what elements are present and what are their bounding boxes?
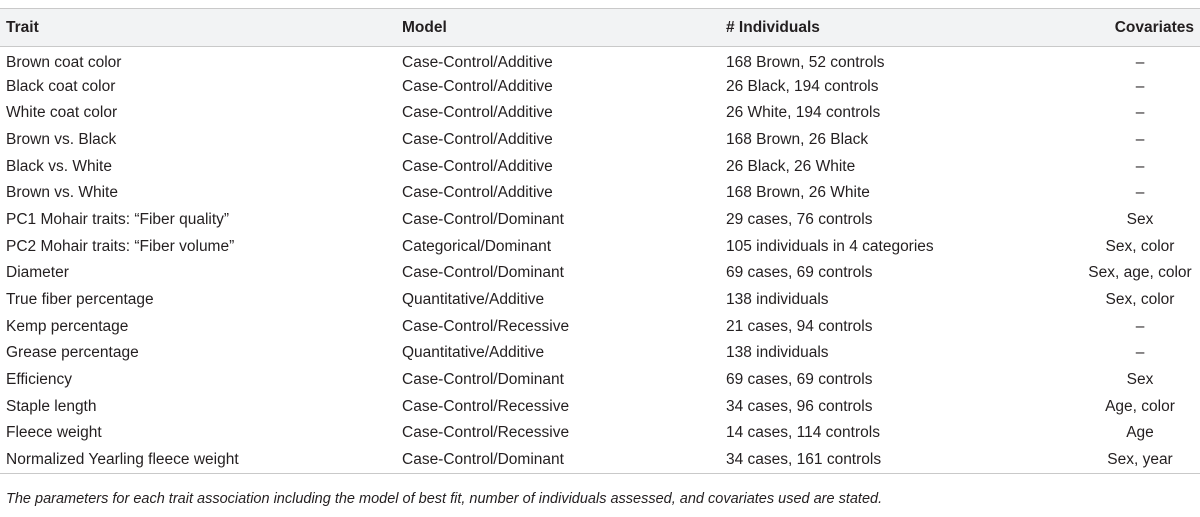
cell-model: Case-Control/Dominant (402, 210, 564, 228)
table-row: Brown coat color Case-Control/Additive 168… (0, 47, 1200, 74)
table-row: Efficiency Case-Control/Dominant 69 cases,… (0, 367, 1200, 394)
table-header: Trait Model # Individuals Covariates (0, 8, 1200, 47)
cell-trait: Black vs. White (6, 157, 112, 175)
cell-trait: True fiber percentage (6, 291, 154, 309)
cell-individuals: 14 cases, 114 controls (726, 424, 880, 442)
cell-individuals: 168 Brown, 26 White (726, 184, 870, 202)
table-row: Black coat color Case-Control/Additive 26 … (0, 73, 1200, 100)
table-row: Kemp percentage Case-Control/Recessive 21 … (0, 313, 1200, 340)
cell-trait: Staple length (6, 397, 97, 415)
cell-individuals: 168 Brown, 52 controls (726, 54, 885, 72)
cell-individuals: 168 Brown, 26 Black (726, 130, 869, 148)
cell-trait: Black coat color (6, 77, 116, 95)
cell-covariates: – (1135, 130, 1145, 148)
cell-covariates: – (1135, 77, 1145, 95)
header-trait: Trait (6, 18, 39, 36)
cell-individuals: 29 cases, 76 controls (726, 210, 873, 228)
cell-model: Case-Control/Additive (402, 130, 553, 148)
table-row: Diameter Case-Control/Dominant 69 cases, 6… (0, 260, 1200, 287)
cell-covariates: – (1135, 157, 1145, 175)
table-row: PC2 Mohair traits: “Fiber volume” Categor… (0, 233, 1200, 260)
cell-model: Case-Control/Additive (402, 184, 553, 202)
cell-model: Case-Control/Additive (402, 104, 553, 122)
cell-model: Case-Control/Additive (402, 54, 553, 72)
cell-covariates: – (1135, 344, 1145, 362)
cell-model: Case-Control/Recessive (402, 397, 570, 415)
header-individuals: # Individuals (726, 18, 820, 36)
cell-trait: Brown coat color (6, 54, 122, 72)
cell-model: Case-Control/Dominant (402, 264, 564, 282)
cell-model: Quantitative/Additive (402, 344, 545, 362)
cell-covariates: – (1135, 317, 1145, 335)
header-model: Model (402, 18, 447, 36)
cell-covariates: Sex (1126, 371, 1154, 389)
cell-model: Case-Control/Dominant (402, 371, 564, 389)
cell-covariates: Sex, color (1105, 237, 1175, 255)
cell-individuals: 138 individuals (726, 291, 829, 309)
cell-individuals: 21 cases, 94 controls (726, 317, 873, 335)
cell-individuals: 34 cases, 161 controls (726, 450, 882, 468)
trait-association-table: Trait Model # Individuals Covariates Bro… (0, 8, 1200, 474)
cell-trait: Efficiency (6, 371, 73, 389)
cell-covariates: – (1135, 104, 1145, 122)
table-row: Brown vs. White Case-Control/Additive 168 … (0, 180, 1200, 207)
cell-trait: Normalized Yearling fleece weight (6, 450, 239, 468)
table-row: Black vs. White Case-Control/Additive 26 B… (0, 153, 1200, 180)
table-row: Fleece weight Case-Control/Recessive 14 ca… (0, 420, 1200, 447)
cell-trait: Brown vs. White (6, 184, 118, 202)
cell-individuals: 69 cases, 69 controls (726, 264, 873, 282)
cell-model: Categorical/Dominant (402, 237, 552, 255)
cell-covariates: Sex, year (1107, 450, 1173, 468)
cell-covariates: Age (1126, 424, 1154, 442)
cell-individuals: 105 individuals in 4 categories (726, 237, 934, 255)
table-row: Normalized Yearling fleece weight Case-Co… (0, 447, 1200, 474)
table-row: Staple length Case-Control/Recessive 34 ca… (0, 393, 1200, 420)
cell-trait: PC1 Mohair traits: “Fiber quality” (6, 210, 230, 228)
table-footnote: The parameters for each trait associatio… (6, 491, 883, 507)
cell-covariates: Sex, age, color (1088, 264, 1192, 282)
table-row: PC1 Mohair traits: “Fiber quality” Case-C… (0, 207, 1200, 234)
cell-covariates: – (1135, 54, 1145, 72)
cell-covariates: Age, color (1105, 397, 1175, 415)
cell-model: Case-Control/Additive (402, 77, 553, 95)
header-row: Trait Model # Individuals Covariates (0, 8, 1200, 47)
cell-trait: Grease percentage (6, 344, 139, 362)
cell-individuals: 26 Black, 194 controls (726, 77, 879, 95)
cell-trait: PC2 Mohair traits: “Fiber volume” (6, 237, 235, 255)
cell-covariates: – (1135, 184, 1145, 202)
cell-individuals: 26 White, 194 controls (726, 104, 881, 122)
cell-trait: Kemp percentage (6, 317, 129, 335)
cell-individuals: 138 individuals (726, 344, 829, 362)
table-row: True fiber percentage Quantitative/Additi… (0, 287, 1200, 314)
cell-individuals: 26 Black, 26 White (726, 157, 856, 175)
cell-trait: White coat color (6, 104, 118, 122)
table-row: Brown vs. Black Case-Control/Additive 168 … (0, 127, 1200, 154)
cell-covariates: Sex, color (1105, 291, 1175, 309)
table-row: Grease percentage Quantitative/Additive 13… (0, 340, 1200, 367)
cell-model: Case-Control/Additive (402, 157, 553, 175)
cell-trait: Fleece weight (6, 424, 102, 442)
cell-covariates: Sex (1126, 210, 1154, 228)
cell-individuals: 69 cases, 69 controls (726, 371, 873, 389)
cell-trait: Diameter (6, 264, 69, 282)
cell-trait: Brown vs. Black (6, 130, 117, 148)
cell-model: Case-Control/Recessive (402, 424, 570, 442)
cell-model: Quantitative/Additive (402, 291, 545, 309)
cell-model: Case-Control/Recessive (402, 317, 570, 335)
cell-model: Case-Control/Dominant (402, 450, 564, 468)
cell-individuals: 34 cases, 96 controls (726, 397, 873, 415)
table-row: White coat color Case-Control/Additive 26 … (0, 100, 1200, 127)
header-covariates: Covariates (1114, 18, 1194, 36)
